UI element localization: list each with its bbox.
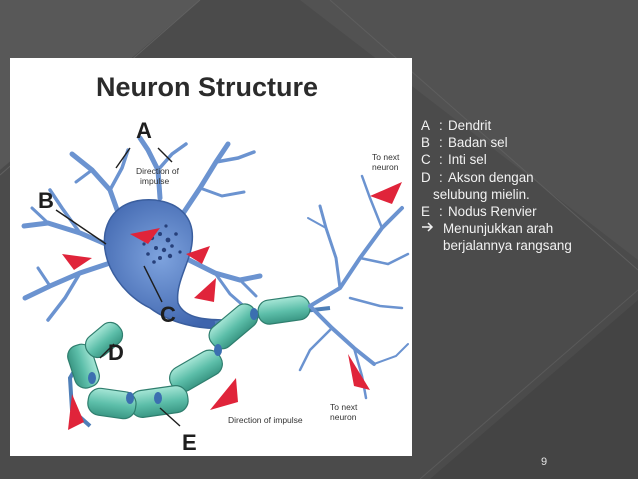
legend-key: B [421,135,430,151]
legend: A: Dendrit B: Badan sel C: Inti sel D: Akson… [421,117,633,255]
legend-note-line1: Menunjukkan arah [443,221,554,237]
nodes-of-ranvier [88,308,258,404]
label-d: D [108,340,124,365]
legend-key: A [421,118,430,133]
legend-separator: : [439,152,443,168]
annotation-direction-bottom: Direction of impulse [228,415,303,425]
page-number: 9 [541,456,548,468]
legend-separator: : [439,204,443,220]
annotation-direction-top-1: Direction of [136,166,180,176]
legend-item-e: E: Nodus Renvier [421,203,633,220]
annotation-to-next-top-2: neuron [372,162,399,172]
label-b: B [38,188,54,213]
legend-text: Badan sel [448,135,508,151]
label-a: A [136,118,152,143]
legend-item-c: C: Inti sel [421,151,633,168]
legend-separator: : [439,135,443,151]
legend-note-continued: berjalannya rangsang [421,237,633,254]
legend-text: Dendrit [448,118,492,133]
legend-item-d: D: Akson dengan [421,169,633,186]
legend-key: E [421,204,430,220]
annotation-direction-top-2: impulse [140,176,170,186]
legend-separator: : [439,169,443,185]
legend-text: Inti sel [448,152,487,168]
legend-note-line2: berjalannya rangsang [443,238,572,254]
annotation-to-next-bottom-2: neuron [330,412,357,422]
legend-key: D [421,169,431,185]
legend-text: selubung mielin. [433,186,530,202]
legend-item-b: B: Badan sel [421,134,633,151]
legend-text: Akson dengan [448,169,534,185]
legend-separator: : [439,118,443,133]
neuron-diagram: Neuron Structure [10,58,412,456]
label-c: C [160,302,176,327]
label-e: E [182,430,197,455]
right-arrow-icon [421,220,443,237]
impulse-arrows [62,182,402,430]
annotation-to-next-top-1: To next [372,152,400,162]
dendrites [21,135,263,322]
legend-item-d-continued: selubung mielin. [421,186,633,203]
annotation-to-next-bottom-1: To next [330,402,358,412]
pointer-lines [55,147,181,427]
diagram-title: Neuron Structure [96,72,318,102]
legend-text: Nodus Renvier [448,204,537,220]
cell-body [103,199,232,330]
legend-key: C [421,152,431,168]
legend-note: Menunjukkan arah [421,220,633,237]
legend-item-a: A: Dendrit [421,117,633,134]
axon-terminals [298,174,410,400]
